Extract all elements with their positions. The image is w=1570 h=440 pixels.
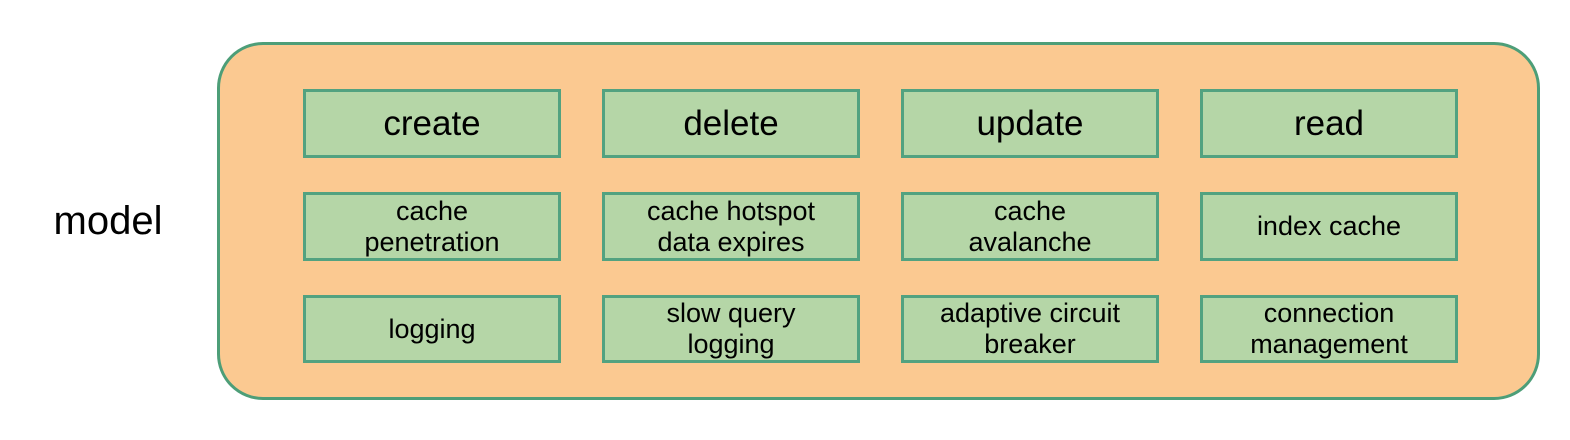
node-update[interactable]: update — [901, 89, 1159, 158]
node-cache-hotspot-data-expires[interactable]: cache hotspot data expires — [602, 192, 860, 261]
node-adaptive-circuit-breaker[interactable]: adaptive circuit breaker — [901, 295, 1159, 363]
node-cache-penetration[interactable]: cache penetration — [303, 192, 561, 261]
node-delete[interactable]: delete — [602, 89, 860, 158]
node-slow-query-logging[interactable]: slow query logging — [602, 295, 860, 363]
node-delete-label: delete — [683, 103, 779, 143]
node-read-label: read — [1293, 103, 1365, 143]
node-connection-management[interactable]: connection management — [1200, 295, 1458, 363]
node-cache-avalanche[interactable]: cache avalanche — [901, 192, 1159, 261]
node-update-label: update — [976, 103, 1084, 143]
node-logging-label: logging — [388, 313, 476, 344]
node-create-label: create — [383, 103, 481, 143]
node-cache-penetration-label: cache penetration — [364, 195, 500, 257]
model-node-grid: create delete update read cache penetrat… — [303, 89, 1459, 363]
node-read[interactable]: read — [1200, 89, 1458, 158]
node-connection-management-label: connection management — [1250, 298, 1408, 359]
node-cache-avalanche-label: cache avalanche — [968, 195, 1092, 257]
node-index-cache-label: index cache — [1256, 211, 1402, 241]
node-logging[interactable]: logging — [303, 295, 561, 363]
node-slow-query-logging-label: slow query logging — [666, 298, 796, 359]
node-adaptive-circuit-breaker-label: adaptive circuit breaker — [939, 298, 1121, 359]
node-create[interactable]: create — [303, 89, 561, 158]
model-container: create delete update read cache penetrat… — [217, 42, 1540, 400]
node-cache-hotspot-data-expires-label: cache hotspot data expires — [646, 195, 816, 257]
model-group-label: model — [53, 199, 163, 243]
node-index-cache[interactable]: index cache — [1200, 192, 1458, 261]
